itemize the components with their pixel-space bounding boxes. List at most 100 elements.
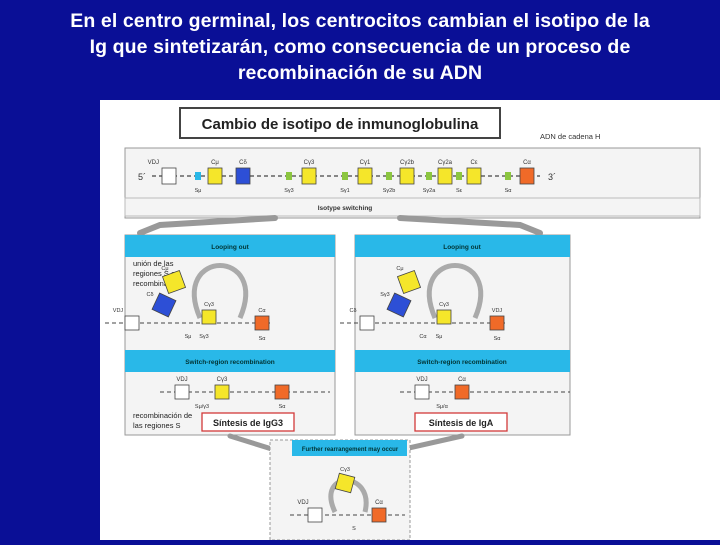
right-label-4: VDJ [492,308,503,314]
left-c-delta [151,292,177,318]
left-after-label-2: Sμ/γ3 [195,404,209,410]
left-label-5: Sμ [185,334,192,340]
gene-label-7: Cε [470,160,477,166]
left-label-4: Cα [258,308,266,314]
left-label-7: Sα [259,336,267,342]
left-after-c-gene [214,384,230,400]
right-loop-strand [426,263,484,319]
left-after-label-0: VDJ [176,377,187,383]
branch-arrow-right [397,215,543,236]
switch-region-3 [386,172,392,180]
isotype-switching-bar [124,197,701,217]
right-looping-header [355,235,570,257]
left-vdj-block [124,315,140,331]
switch-region-0 [195,172,201,180]
switch-label-1: Sγ3 [284,188,293,194]
gene-label-6: Cγ2a [438,160,453,166]
right-recomb-label: Switch-region recombination [417,359,507,366]
further-label-0: Cγ3 [340,467,350,473]
result-box-igg3 [201,412,295,432]
isotype-switching-label: Isotype switching [318,205,373,212]
isotype-switching-figure: Cambio de isotipo de inmunoglobulina ADN… [100,100,720,541]
right-after-vdj [414,384,430,400]
switch-label-4: Sγ2a [423,188,436,194]
left-recomb-label: Switch-region recombination [185,359,275,366]
further-label-3: S [352,526,356,532]
further-c-alpha [371,507,387,523]
right-label-6: Sμ [436,334,443,340]
result-iga: Síntesis de IgA [429,418,494,428]
figure-header: Cambio de isotipo de inmunoglobulina [202,116,479,133]
further-header [292,440,407,456]
right-panel [354,234,571,436]
gene-block-8 [519,167,535,185]
left-label-1: Cδ [146,292,153,298]
further-label-1: VDJ [297,500,308,506]
further-label-2: Cα [375,500,383,506]
switch-label-3: Sγ2b [383,188,396,194]
left-c-alpha [254,315,270,331]
switch-region-5 [456,172,462,180]
right-after-c-gene [454,384,470,400]
right-c-delta [386,292,412,318]
left-label-6: Sγ3 [199,334,208,340]
left-after-label-3: Sα [279,404,287,410]
left-label-3: Cγ3 [204,302,214,308]
right-label-0: Cμ [396,266,403,272]
left-recomb-header [125,350,335,372]
further-c-gamma3 [334,472,356,494]
right-c-mu [396,269,422,295]
gene-label-1: Cμ [211,160,219,166]
left-looping-header [125,235,335,257]
right-vdj-block [359,315,375,331]
left-after-c-alpha [274,384,290,400]
chain-label: ADN de cadena H [540,132,600,141]
result-igg3: Síntesis de IgG3 [213,418,283,428]
switch-region-6 [505,172,511,180]
left-loop-strand [191,263,249,319]
right-label-2: Cδ [349,308,356,314]
left-label-2: VDJ [113,308,124,314]
switch-label-5: Sε [456,188,463,194]
further-vdj [307,507,323,523]
branch-arrow-left [137,215,278,236]
right-label-7: Sα [494,336,502,342]
left-looping-label: Looping out [211,244,249,251]
gene-label-0: VDJ [148,160,159,166]
left-after-vdj [174,384,190,400]
right-looping-label: Looping out [443,244,481,251]
left-c-mu [161,269,187,295]
gene-block-3 [301,167,317,185]
left-label-0: Cμ [161,266,168,272]
gene-label-3: Cγ3 [304,160,315,166]
switch-label-2: Sγ1 [340,188,349,194]
gene-block-4 [357,167,373,185]
right-after-label-1: Cα [458,377,466,383]
left-c-gamma3 [201,309,217,325]
gene-block-1 [207,167,223,185]
right-label-1: Sγ3 [380,292,389,298]
left-after-label-1: Cγ3 [217,377,228,383]
result-box-iga [414,412,508,432]
further-label: Further rearrangement may occur [302,447,399,453]
gene-label-8: Cα [523,160,531,166]
gene-block-2 [235,167,251,185]
right-label-3: Cγ3 [439,302,449,308]
right-recomb-header [355,350,570,372]
right-after-label-2: Sμ/α [436,404,448,410]
gene-label-2: Cδ [239,160,247,166]
right-label-5: Cα [419,334,427,340]
right-c-alpha [489,315,505,331]
three-prime-label: 3´ [548,172,556,182]
figure-header-box [179,107,501,139]
switch-region-1 [286,172,292,180]
gene-block-7 [466,167,482,185]
right-after-label-0: VDJ [416,377,427,383]
